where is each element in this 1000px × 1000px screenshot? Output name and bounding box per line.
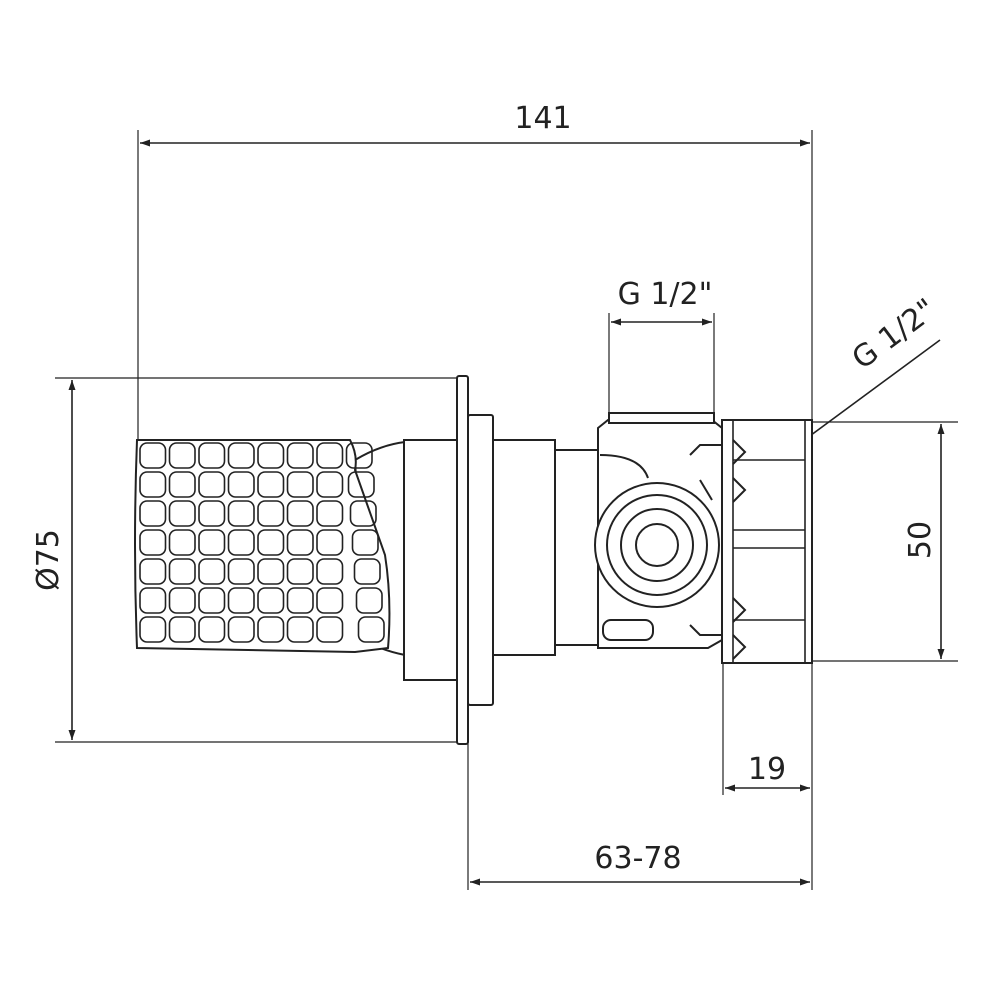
knob-texture-cell	[316, 442, 344, 469]
dimension-label-diameter: Ø75	[31, 529, 66, 591]
knob-texture-cell	[357, 616, 385, 643]
knob-texture-cell	[168, 471, 196, 498]
knob-texture-cell	[286, 529, 314, 556]
knob-texture-grid	[139, 442, 385, 643]
knob-texture-cell	[347, 471, 375, 498]
knob-texture-cell	[139, 616, 167, 643]
dimension-height: 50	[812, 421, 958, 662]
knob-texture-cell	[198, 471, 226, 498]
dimension-label-141: 141	[514, 101, 571, 136]
dimension-label-thread-diagonal: G 1/2"	[846, 292, 943, 377]
knob-texture-cell	[316, 500, 344, 527]
dimension-label-thread-top: G 1/2"	[618, 277, 713, 312]
knob-texture-cell	[227, 616, 255, 643]
knob-texture-cell	[316, 529, 344, 556]
dimension-label-63-78: 63-78	[594, 841, 681, 876]
knob-texture-cell	[257, 558, 285, 585]
handle-knob	[134, 439, 458, 681]
dimension-thread-top: G 1/2"	[608, 277, 715, 420]
knob-texture-cell	[139, 558, 167, 585]
dimension-diameter: Ø75	[31, 377, 460, 743]
dimension-overall-length: 141	[137, 101, 813, 440]
knob-texture-cell	[257, 529, 285, 556]
knob-texture-cell	[168, 500, 196, 527]
knob-texture-cell	[168, 587, 196, 614]
knob-texture-cell	[316, 587, 344, 614]
knob-texture-cell	[316, 558, 344, 585]
cover-plate	[456, 375, 494, 745]
knob-texture-cell	[139, 500, 167, 527]
knob-texture-cell	[227, 471, 255, 498]
knob-texture-cell	[168, 529, 196, 556]
knob-texture-cell	[286, 500, 314, 527]
outlet-fitting	[594, 482, 720, 608]
knob-texture-cell	[227, 500, 255, 527]
knob-texture-cell	[198, 529, 226, 556]
knob-texture-cell	[353, 558, 381, 585]
knob-texture-cell	[198, 558, 226, 585]
dimension-label-height: 50	[903, 521, 938, 559]
knob-texture-cell	[257, 616, 285, 643]
knob-texture-cell	[286, 587, 314, 614]
knob-texture-cell	[227, 587, 255, 614]
knob-texture-cell	[139, 529, 167, 556]
dimension-depth-range: 63-78	[467, 742, 810, 890]
knob-texture-cell	[286, 471, 314, 498]
dimension-depth-small: 19	[722, 661, 813, 890]
knob-texture-cell	[286, 616, 314, 643]
dimension-label-19: 19	[748, 752, 786, 787]
knob-texture-cell	[257, 442, 285, 469]
knob-texture-cell	[286, 558, 314, 585]
knob-texture-cell	[257, 471, 285, 498]
knob-texture-cell	[286, 442, 314, 469]
knob-texture-cell	[355, 587, 383, 614]
knob-texture-cell	[168, 442, 196, 469]
knob-texture-cell	[345, 442, 373, 469]
knob-texture-cell	[198, 587, 226, 614]
knob-texture-cell	[227, 442, 255, 469]
knob-texture-cell	[168, 558, 196, 585]
knob-texture-cell	[316, 471, 344, 498]
knob-texture-cell	[168, 616, 196, 643]
knob-texture-cell	[257, 500, 285, 527]
knob-texture-cell	[349, 500, 377, 527]
knob-texture-cell	[139, 442, 167, 469]
knob-texture-cell	[198, 500, 226, 527]
knob-texture-cell	[257, 587, 285, 614]
knob-texture-cell	[316, 616, 344, 643]
knob-texture-cell	[227, 529, 255, 556]
knob-texture-cell	[198, 616, 226, 643]
knob-texture-cell	[139, 471, 167, 498]
knob-texture-cell	[227, 558, 255, 585]
knob-texture-cell	[139, 587, 167, 614]
mounting-box	[721, 419, 813, 664]
knob-texture-cell	[351, 529, 379, 556]
knob-texture-cell	[198, 442, 226, 469]
